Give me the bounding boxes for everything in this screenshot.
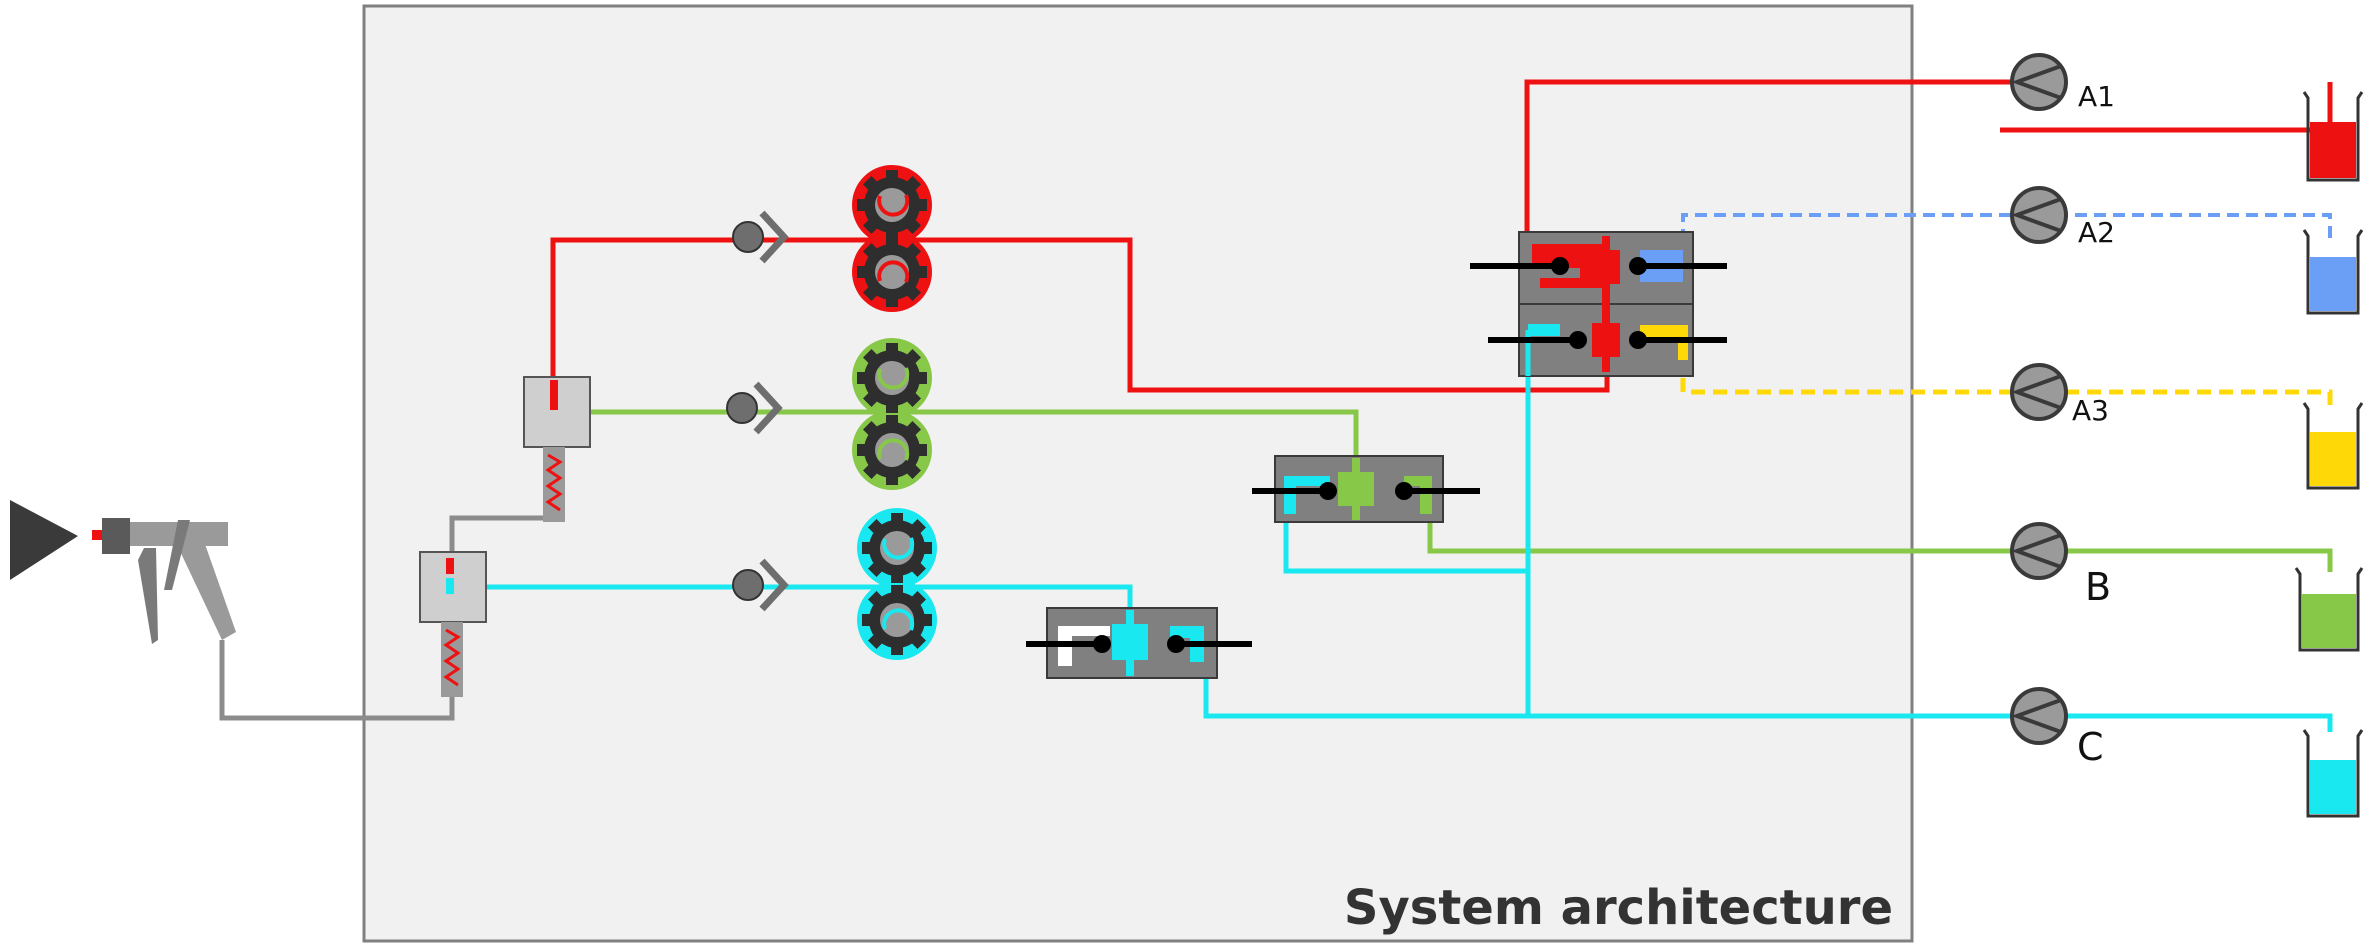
system-boundary-panel: [362, 4, 1914, 943]
check-valve-icon: [732, 210, 789, 264]
tanks: [2294, 91, 2364, 818]
pump-icon: [2010, 363, 2068, 421]
pump-icon: [2010, 53, 2068, 111]
source-label-a1: A1: [2078, 80, 2115, 113]
pipe-green-main: [553, 409, 1359, 462]
pipe-yellow-a3: [1680, 350, 2333, 405]
gear-pump-icon: [857, 508, 937, 660]
tank-icon: [2302, 229, 2364, 315]
static-mixer-icon: [523, 376, 591, 522]
pipe-red-mixed: [550, 237, 1610, 400]
pump-icon: [2010, 186, 2068, 244]
switching-valve-icon: [1026, 607, 1252, 679]
pump-icon: [2010, 522, 2068, 580]
source-label-c: C: [2077, 725, 2104, 769]
source-label-a2: A2: [2078, 216, 2115, 249]
pump-icon: [2010, 687, 2068, 745]
check-valves: [726, 210, 789, 612]
check-valve-icon: [726, 381, 783, 435]
gear-pump-icon: [852, 338, 932, 490]
switching-valve-icon: [1252, 455, 1480, 523]
tank-icon: [2294, 567, 2364, 652]
check-valve-icon: [732, 558, 789, 612]
tank-icon: [2302, 402, 2364, 490]
pipe-cyan-main: [455, 584, 1133, 615]
tank-icon: [2302, 729, 2364, 818]
static-mixer-icon: [419, 551, 487, 697]
source-label-b: B: [2085, 565, 2111, 609]
panel-title: System architecture: [1344, 880, 1893, 936]
source-label-a3: A3: [2072, 394, 2109, 427]
switching-valve-icon: [1470, 231, 1727, 377]
source-pumps: [2010, 53, 2068, 745]
gear-pump-icon: [852, 165, 932, 312]
spray-gun-icon: [10, 500, 236, 644]
tank-icon: [2302, 91, 2364, 182]
